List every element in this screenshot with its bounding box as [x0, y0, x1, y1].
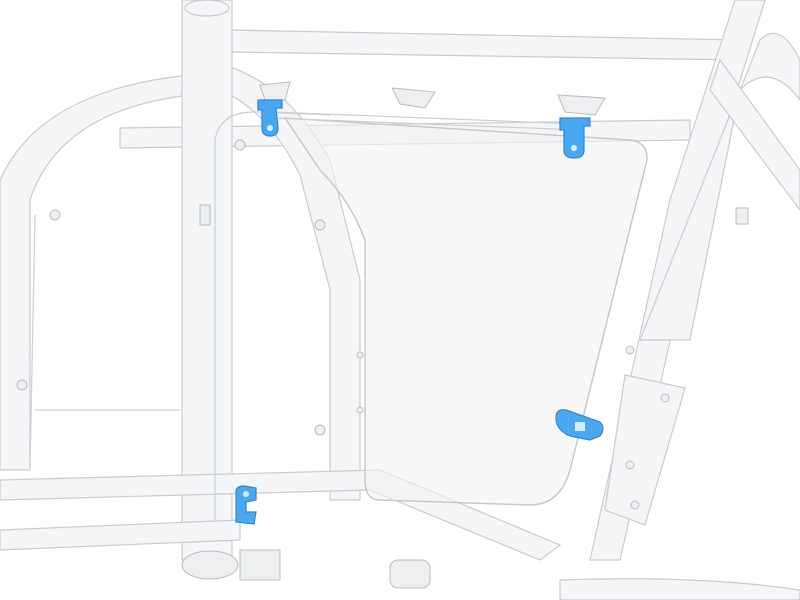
bracket-icon: [235, 485, 257, 525]
hinge: [391, 87, 436, 109]
vertical-post: [181, 0, 233, 561]
side-plate: [604, 374, 686, 526]
bolt: [49, 209, 61, 221]
highlighted-brackets: [235, 99, 604, 525]
bolt: [660, 393, 670, 403]
bolt: [314, 424, 326, 436]
spacer: [735, 207, 749, 225]
bolt: [234, 139, 246, 151]
floor-rail: [0, 519, 241, 551]
bolt: [356, 351, 364, 359]
bolt: [314, 219, 326, 231]
roller: [389, 559, 431, 589]
panel-rail: [271, 111, 581, 125]
post-top-cap: [184, 0, 230, 17]
top-beam: [229, 29, 741, 61]
bolt: [625, 345, 635, 355]
bolt: [356, 406, 364, 414]
inner-frame-outline: [214, 111, 331, 520]
hinge: [557, 94, 606, 116]
bracket-icon: [559, 117, 591, 159]
bracket-icon: [257, 99, 283, 137]
top-hinges: [259, 81, 606, 116]
window-panel: [283, 117, 648, 506]
rear-frame-outline: [29, 214, 180, 471]
bolt: [625, 460, 635, 470]
right-outer-tube: [639, 32, 800, 341]
connector: [239, 549, 281, 581]
panel-rail-lower: [271, 117, 581, 131]
bracket-icon: [555, 409, 604, 441]
lower-right-rail: [559, 578, 800, 600]
hinge: [259, 81, 291, 101]
bolt: [630, 500, 640, 510]
spacer: [199, 204, 211, 226]
right-far-tube: [709, 58, 800, 211]
bolts: [16, 139, 749, 589]
gear: [181, 550, 239, 580]
bolt: [16, 379, 28, 391]
